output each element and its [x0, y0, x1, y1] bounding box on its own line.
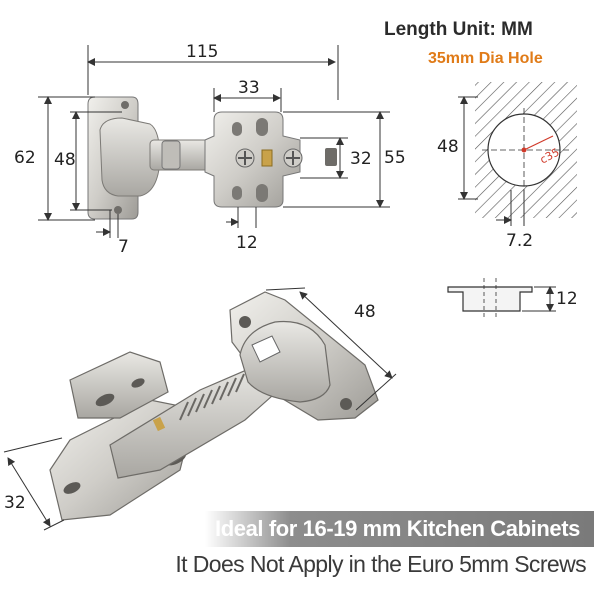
- hole-section-dimensions: [458, 96, 525, 226]
- dim-line-iso-32: [7, 457, 51, 527]
- cabinet-thickness-banner: Ideal for 16-19 mm Kitchen Cabinets: [205, 511, 594, 547]
- dim-line-iso-48: [299, 291, 393, 379]
- cup-screw-hole-bottom: [114, 206, 122, 214]
- plate-slot-right-top: [256, 118, 268, 136]
- label-48: 48: [54, 150, 76, 170]
- iso-dimensions: [3, 287, 397, 531]
- hole-center-dot: [521, 147, 527, 153]
- label-62: 62: [14, 148, 36, 168]
- iso-plate-wing: [69, 351, 169, 419]
- label-12: 12: [236, 233, 258, 253]
- label-55: 55: [384, 148, 406, 168]
- isometric-hinge: [49, 291, 379, 521]
- ext-line-iso-32-bottom: [43, 519, 65, 531]
- label-iso-32: 32: [4, 493, 26, 513]
- label-115: 115: [186, 42, 218, 62]
- iso-plate-slot-4: [63, 482, 81, 494]
- iso-brass-bushing: [152, 416, 166, 432]
- label-32: 32: [350, 149, 372, 169]
- hole-section-view: c35: [475, 82, 577, 218]
- hole-diameter-note: 35mm Dia Hole: [428, 50, 543, 67]
- plate-slot-left-top: [232, 122, 242, 136]
- arm-end-cap: [325, 148, 337, 166]
- hole-diameter-line: [523, 135, 554, 151]
- adjust-screw-1-slot: [238, 151, 252, 165]
- cup-screw-hole-top: [121, 101, 129, 109]
- screw-warning-banner: It Does Not Apply in the Euro 5mm Screws: [175, 551, 586, 577]
- iso-cup-window: [251, 335, 281, 363]
- ext-line-iso-32-top: [3, 437, 63, 453]
- iso-cup-hole-1: [239, 316, 251, 328]
- iso-cup-hole-2: [340, 398, 352, 410]
- ext-line-iso-48-bottom: [355, 373, 397, 411]
- label-7: 7: [118, 237, 129, 257]
- ext-line-iso-48-top: [265, 287, 306, 291]
- iso-plate-slot-1: [95, 393, 115, 407]
- label-iso-48: 48: [354, 302, 376, 322]
- label-7-2: 7.2: [506, 231, 533, 251]
- label-12-depth: 12: [556, 289, 578, 309]
- iso-spring: [179, 373, 245, 421]
- iso-plate-slot-2: [131, 378, 145, 388]
- top-view-hinge: [87, 96, 337, 220]
- cup-profile-outline: [447, 286, 533, 312]
- plate-slot-right-bottom: [256, 184, 268, 202]
- length-unit-label: Length Unit: MM: [384, 19, 533, 40]
- arm-knuckle: [161, 140, 181, 170]
- label-48-hole: 48: [437, 137, 459, 157]
- plate-slot-left-bottom: [232, 186, 242, 200]
- iso-arm: [109, 361, 291, 479]
- label-33: 33: [238, 78, 260, 98]
- brass-bushing: [261, 149, 273, 167]
- cup-depth-profile: [447, 278, 556, 320]
- adjust-screw-2-slot: [286, 151, 300, 165]
- top-view-dimensions: [38, 45, 390, 238]
